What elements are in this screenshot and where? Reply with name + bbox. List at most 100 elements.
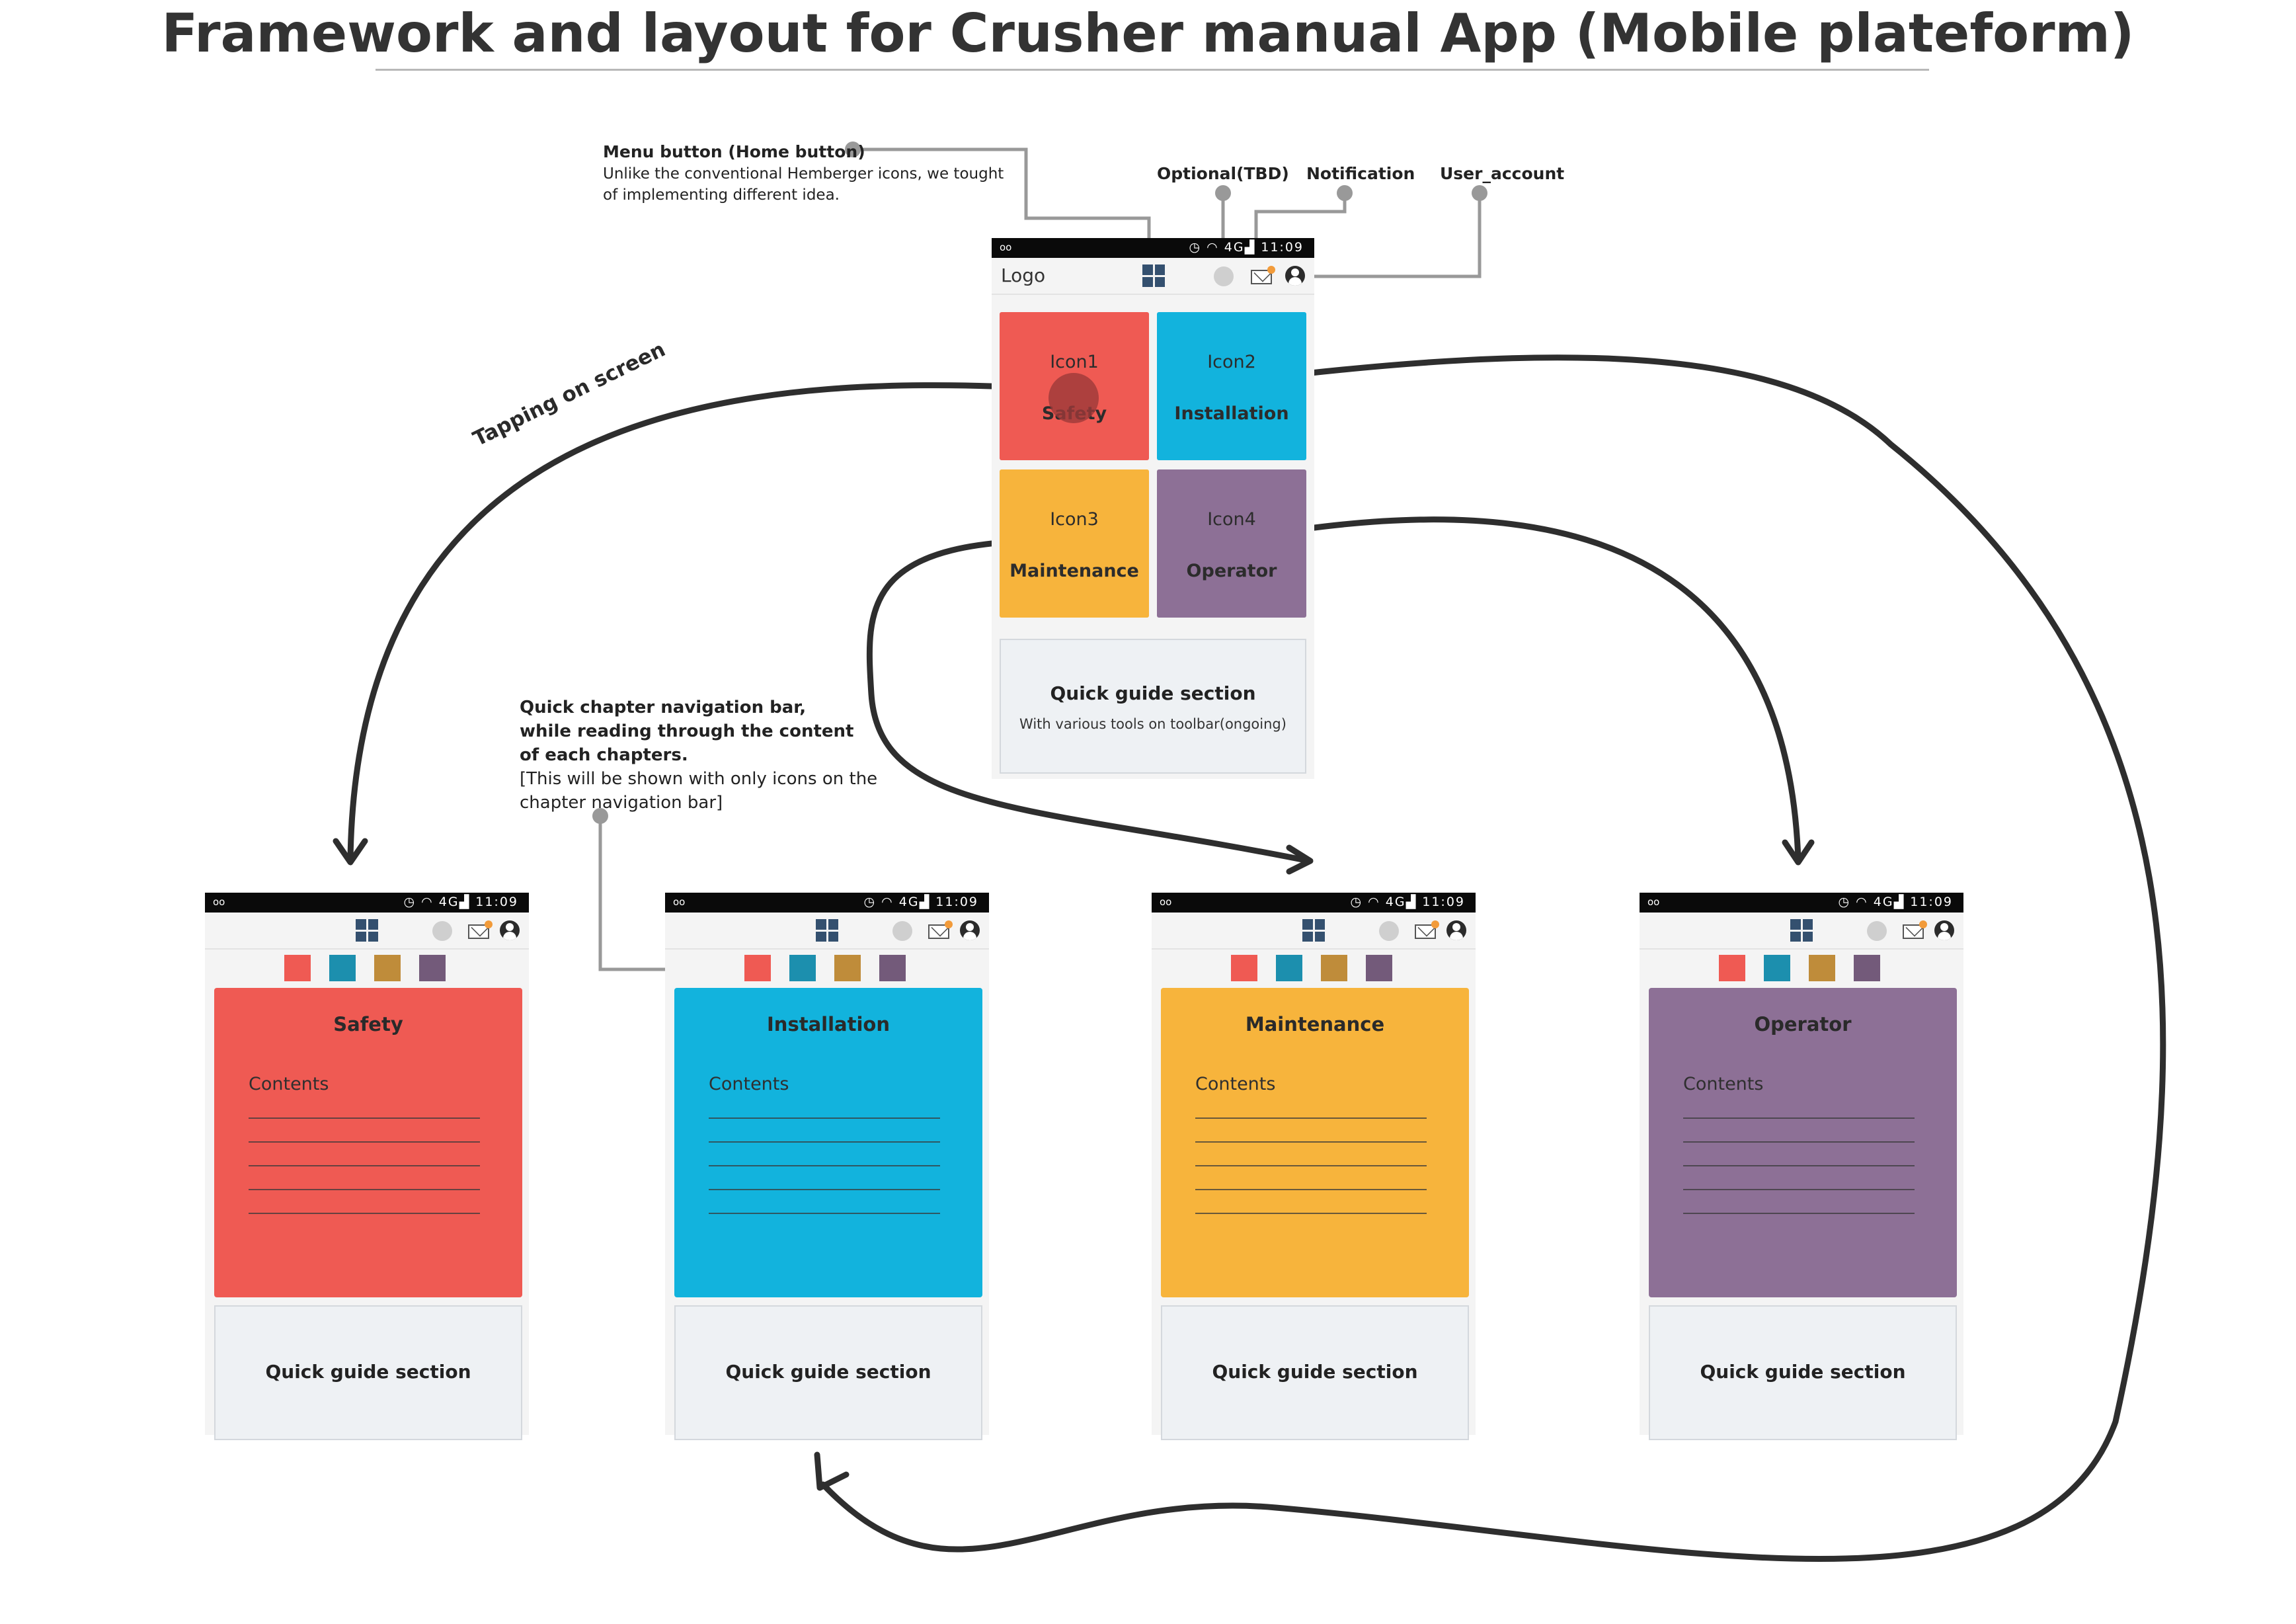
app-bar xyxy=(665,913,989,950)
tile-maintenance[interactable]: Icon3 Maintenance xyxy=(1000,469,1149,618)
signal-icon: ▟ xyxy=(1244,240,1256,255)
mail-icon[interactable] xyxy=(1251,266,1275,284)
arrowhead-operator xyxy=(1782,839,1815,866)
chapter-nav-item[interactable] xyxy=(284,955,311,981)
tile-safety[interactable]: Icon1 Safety xyxy=(1000,312,1149,460)
quick-guide-section[interactable]: Quick guide section xyxy=(674,1305,982,1440)
menu-annotation-line-2: of implementing different idea. xyxy=(603,186,840,204)
status-bar: oo◷ ◠ 4G▟ 11:09 xyxy=(205,893,529,913)
content-line xyxy=(1683,1165,1915,1166)
quick-guide-title: Quick guide section xyxy=(725,1361,931,1383)
voicemail-icon: oo xyxy=(1000,241,1012,253)
status-time: 11:09 xyxy=(1910,895,1953,909)
optional-circle-icon[interactable] xyxy=(432,921,452,941)
quick-guide-title: Quick guide section xyxy=(265,1361,471,1383)
chapter-nav-item[interactable] xyxy=(1719,955,1745,981)
app-bar xyxy=(205,913,529,950)
menu-tiles-icon[interactable] xyxy=(1142,264,1165,287)
user-icon[interactable] xyxy=(500,920,520,940)
optional-label: Optional(TBD) xyxy=(1157,164,1289,183)
chapter-nav-item[interactable] xyxy=(789,955,816,981)
content-line xyxy=(709,1117,940,1119)
user-icon[interactable] xyxy=(1934,920,1954,940)
wifi-icon: ◠ xyxy=(1207,240,1219,255)
voicemail-icon: oo xyxy=(1647,896,1660,908)
app-logo: Logo xyxy=(1001,264,1046,286)
menu-tiles-icon[interactable] xyxy=(816,919,838,942)
content-line xyxy=(1195,1165,1427,1166)
quick-guide-section[interactable]: Quick guide section xyxy=(214,1305,522,1440)
nav-leader-dot xyxy=(592,808,608,824)
chapter-nav-item[interactable] xyxy=(1231,955,1257,981)
arrow-safety xyxy=(347,382,1074,863)
nav-annotation-line-3: of each chapters. xyxy=(520,745,688,765)
tile-installation[interactable]: Icon2 Installation xyxy=(1157,312,1306,460)
arrowhead-maintenance xyxy=(1286,844,1314,875)
chapter-title: Maintenance xyxy=(1245,1013,1385,1035)
menu-annotation-line-1: Unlike the conventional Hemberger icons,… xyxy=(603,165,1004,183)
chapter-nav-item[interactable] xyxy=(1276,955,1302,981)
quick-guide-section[interactable]: Quick guide section xyxy=(1649,1305,1957,1440)
menu-tiles-icon[interactable] xyxy=(356,919,378,942)
user-icon[interactable] xyxy=(1285,266,1305,286)
tile-operator[interactable]: Icon4 Operator xyxy=(1157,469,1306,618)
voicemail-icon: oo xyxy=(213,896,225,908)
chapter-nav-bar xyxy=(744,955,916,981)
chapter-nav-item[interactable] xyxy=(744,955,771,981)
chapter-nav-item[interactable] xyxy=(1854,955,1880,981)
content-line xyxy=(709,1189,940,1190)
status-time: 11:09 xyxy=(475,895,518,909)
optional-circle-icon[interactable] xyxy=(892,921,912,941)
status-icons: ◷ ◠ 4G▟ 11:09 xyxy=(1350,895,1465,909)
content-line xyxy=(1683,1213,1915,1214)
chapter-nav-item[interactable] xyxy=(879,955,906,981)
chapter-nav-item[interactable] xyxy=(834,955,861,981)
chapter-nav-item[interactable] xyxy=(1809,955,1835,981)
quick-guide-title: Quick guide section xyxy=(1050,682,1256,704)
chapter-title: Safety xyxy=(333,1013,403,1035)
alarm-icon: ◷ xyxy=(403,895,416,909)
mail-icon[interactable] xyxy=(468,920,493,939)
menu-leader-line xyxy=(853,147,1151,263)
wifi-icon: ◠ xyxy=(881,895,894,909)
chapter-nav-item[interactable] xyxy=(374,955,401,981)
chapter-nav-item[interactable] xyxy=(419,955,446,981)
status-bar: oo◷ ◠ 4G▟ 11:09 xyxy=(665,893,989,913)
tile-icon-label: Icon2 xyxy=(1207,352,1256,372)
chapter-nav-bar xyxy=(1719,955,1891,981)
chapter-nav-bar xyxy=(284,955,456,981)
menu-tiles-icon[interactable] xyxy=(1790,919,1813,942)
chapter-contents-label: Contents xyxy=(1195,1074,1276,1094)
content-line xyxy=(249,1141,480,1143)
signal-label: 4G xyxy=(1385,895,1406,909)
optional-circle-icon[interactable] xyxy=(1379,921,1399,941)
user-icon[interactable] xyxy=(960,920,980,940)
wifi-icon: ◠ xyxy=(1856,895,1868,909)
content-line xyxy=(1195,1213,1427,1214)
quick-guide-section[interactable]: Quick guide section xyxy=(1161,1305,1469,1440)
optional-circle-icon[interactable] xyxy=(1867,921,1887,941)
quick-guide-section[interactable]: Quick guide section With various tools o… xyxy=(1000,639,1306,774)
title-underline xyxy=(376,69,1929,71)
tile-icon-label: Icon4 xyxy=(1207,509,1256,530)
menu-tiles-icon[interactable] xyxy=(1302,919,1325,942)
tile-icon-label: Icon3 xyxy=(1050,509,1099,530)
chapter-nav-item[interactable] xyxy=(329,955,356,981)
optional-circle-icon[interactable] xyxy=(1214,266,1234,286)
status-icons: ◷ ◠ 4G▟ 11:09 xyxy=(863,895,978,909)
mail-icon[interactable] xyxy=(928,920,953,939)
chapter-nav-item[interactable] xyxy=(1764,955,1790,981)
chapter-nav-bar xyxy=(1231,955,1403,981)
mail-icon[interactable] xyxy=(1415,920,1439,939)
home-screen: oo ◷ ◠ 4G▟ 11:09 Logo Icon1 Safety Icon2… xyxy=(992,238,1314,779)
user-icon[interactable] xyxy=(1446,920,1466,940)
chapter-nav-item[interactable] xyxy=(1366,955,1392,981)
signal-label: 4G xyxy=(1224,240,1245,255)
chapter-nav-item[interactable] xyxy=(1321,955,1347,981)
alarm-icon: ◷ xyxy=(1838,895,1851,909)
wifi-icon: ◠ xyxy=(421,895,434,909)
mail-icon[interactable] xyxy=(1903,920,1927,939)
nav-annotation-line-1: Quick chapter navigation bar, xyxy=(520,698,807,717)
